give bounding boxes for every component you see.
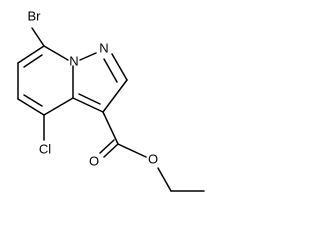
atom-label-o-carbonyl: O	[89, 153, 99, 168]
bond-n1-c2-inner	[103, 58, 118, 83]
atom-label-o-ester: O	[148, 151, 158, 166]
bond-ester-o-ch2	[157, 167, 172, 192]
bond-c7-c6	[17, 45, 45, 64]
molecule-structure-diagram: Br N N Cl O O	[17, 8, 205, 192]
bonds	[17, 27, 205, 192]
bond-c3-carbonyl-c	[102, 111, 119, 145]
bond-n1-c2	[111, 53, 128, 81]
bond-c5-c4	[17, 98, 45, 116]
atom-label-cl: Cl	[39, 141, 51, 156]
bond-n7a-c7	[43, 45, 69, 61]
bond-c3-c3a	[72, 97, 104, 113]
bond-carbonyl-c-o-double	[99, 139, 115, 154]
bond-c3-c3a-inner	[78, 93, 101, 105]
bond-carbonyl-c-o	[103, 143, 119, 158]
atom-label-br: Br	[28, 8, 42, 23]
bond-c7-c6-inner	[23, 54, 43, 68]
atom-label-n-pyrazole: N	[99, 40, 108, 55]
bond-c2-c3	[102, 79, 128, 113]
bond-c4-c3a	[43, 97, 74, 116]
bond-n7a-n1	[79, 52, 97, 61]
bond-c5-c4-inner	[23, 94, 43, 107]
atom-labels: Br N N Cl O O	[28, 8, 159, 168]
bond-c7-br	[31, 27, 45, 47]
bond-carbonyl-c-ester-o	[117, 143, 147, 158]
atom-label-n-bridgehead: N	[69, 53, 78, 68]
